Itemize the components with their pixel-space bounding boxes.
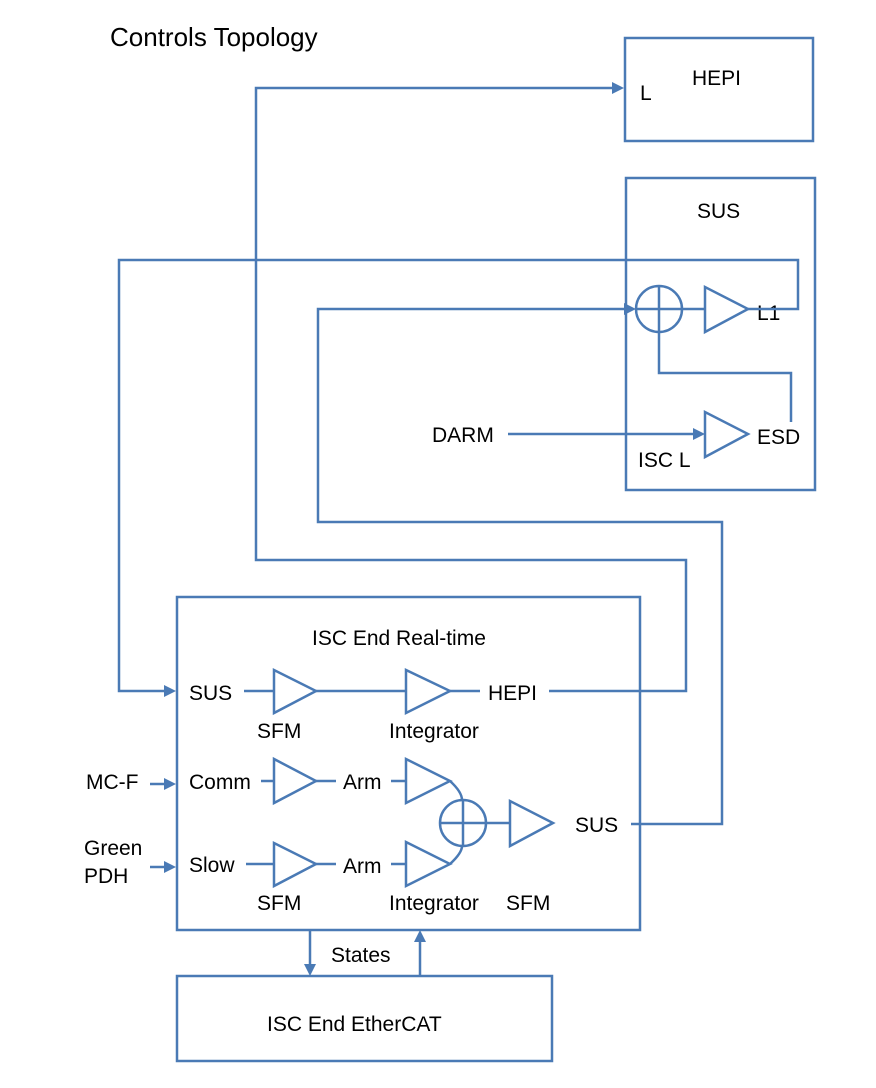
l1-label: L1 bbox=[757, 302, 780, 325]
wire-l1-to-realtime-sus bbox=[117, 258, 800, 693]
wire-summing-to-esd bbox=[657, 332, 793, 422]
amplifier-triangle-icon bbox=[272, 840, 319, 889]
realtime-box bbox=[175, 595, 642, 932]
hepi-title: HEPI bbox=[692, 67, 741, 90]
summing-junction-icon bbox=[634, 284, 684, 334]
pdh-label: PDH bbox=[84, 865, 128, 888]
amplifier-triangle-icon bbox=[404, 756, 453, 806]
amplifier-triangle-icon bbox=[703, 409, 751, 460]
arrowhead-icon bbox=[164, 778, 176, 790]
amplifier-triangle-icon bbox=[508, 798, 556, 849]
arm-label-1: Arm bbox=[343, 771, 382, 794]
mcf-label: MC-F bbox=[86, 771, 138, 794]
arm-label-2: Arm bbox=[343, 855, 382, 878]
sfm-label-2: SFM bbox=[257, 892, 301, 915]
arrowhead-icon bbox=[612, 82, 624, 94]
sus-box bbox=[624, 176, 817, 492]
green-label: Green bbox=[84, 837, 142, 860]
arrowhead-icon bbox=[624, 303, 636, 315]
ethercat-block: ISC End EtherCAT bbox=[175, 974, 554, 1063]
hepi-box bbox=[623, 36, 815, 143]
realtime-block: ISC End Real-time SUS HEPI SFM Integrato… bbox=[175, 595, 642, 932]
sus-title: SUS bbox=[697, 200, 740, 223]
arrowhead-icon bbox=[304, 964, 316, 976]
realtime-title: ISC End Real-time bbox=[312, 627, 486, 650]
darm-label: DARM bbox=[432, 424, 494, 447]
arrowhead-icon bbox=[164, 685, 176, 697]
slow-label: Slow bbox=[189, 854, 235, 877]
ethercat-title: ISC End EtherCAT bbox=[267, 1013, 442, 1036]
arrowhead-icon bbox=[164, 861, 176, 873]
realtime-sus-in-label: SUS bbox=[189, 682, 232, 705]
amplifier-triangle-icon bbox=[703, 284, 751, 335]
integrator-label-1: Integrator bbox=[389, 720, 479, 743]
amplifier-triangle-icon bbox=[404, 668, 453, 716]
sfm-label-3: SFM bbox=[506, 892, 550, 915]
isc-l-label: ISC L bbox=[638, 449, 691, 472]
comm-label: Comm bbox=[189, 771, 251, 794]
sus-block: SUS L1 ESD ISC L bbox=[624, 176, 817, 492]
amplifier-triangle-icon bbox=[404, 839, 453, 889]
states-label: States bbox=[331, 944, 391, 967]
wire-hepi-to-hepi-block bbox=[254, 86, 688, 693]
diagram-title: Controls Topology bbox=[110, 22, 318, 52]
arrowhead-icon bbox=[414, 930, 426, 942]
wire-arm1-to-sum bbox=[449, 780, 464, 801]
esd-label: ESD bbox=[757, 426, 800, 449]
wire-arm2-to-sum bbox=[449, 845, 464, 865]
realtime-hepi-out-label: HEPI bbox=[488, 682, 537, 705]
hepi-block: HEPI L bbox=[623, 36, 815, 143]
wire-realtime-sus-to-summing bbox=[316, 307, 724, 826]
sfm-label-1: SFM bbox=[257, 720, 301, 743]
amplifier-triangle-icon bbox=[272, 756, 319, 806]
hepi-input-label: L bbox=[640, 82, 652, 105]
summing-junction-icon bbox=[438, 798, 488, 848]
arrowhead-icon bbox=[693, 428, 705, 440]
ethercat-box bbox=[175, 974, 554, 1063]
integrator-label-2: Integrator bbox=[389, 892, 479, 915]
amplifier-triangle-icon bbox=[272, 667, 319, 716]
realtime-sus-out-label: SUS bbox=[575, 814, 618, 837]
